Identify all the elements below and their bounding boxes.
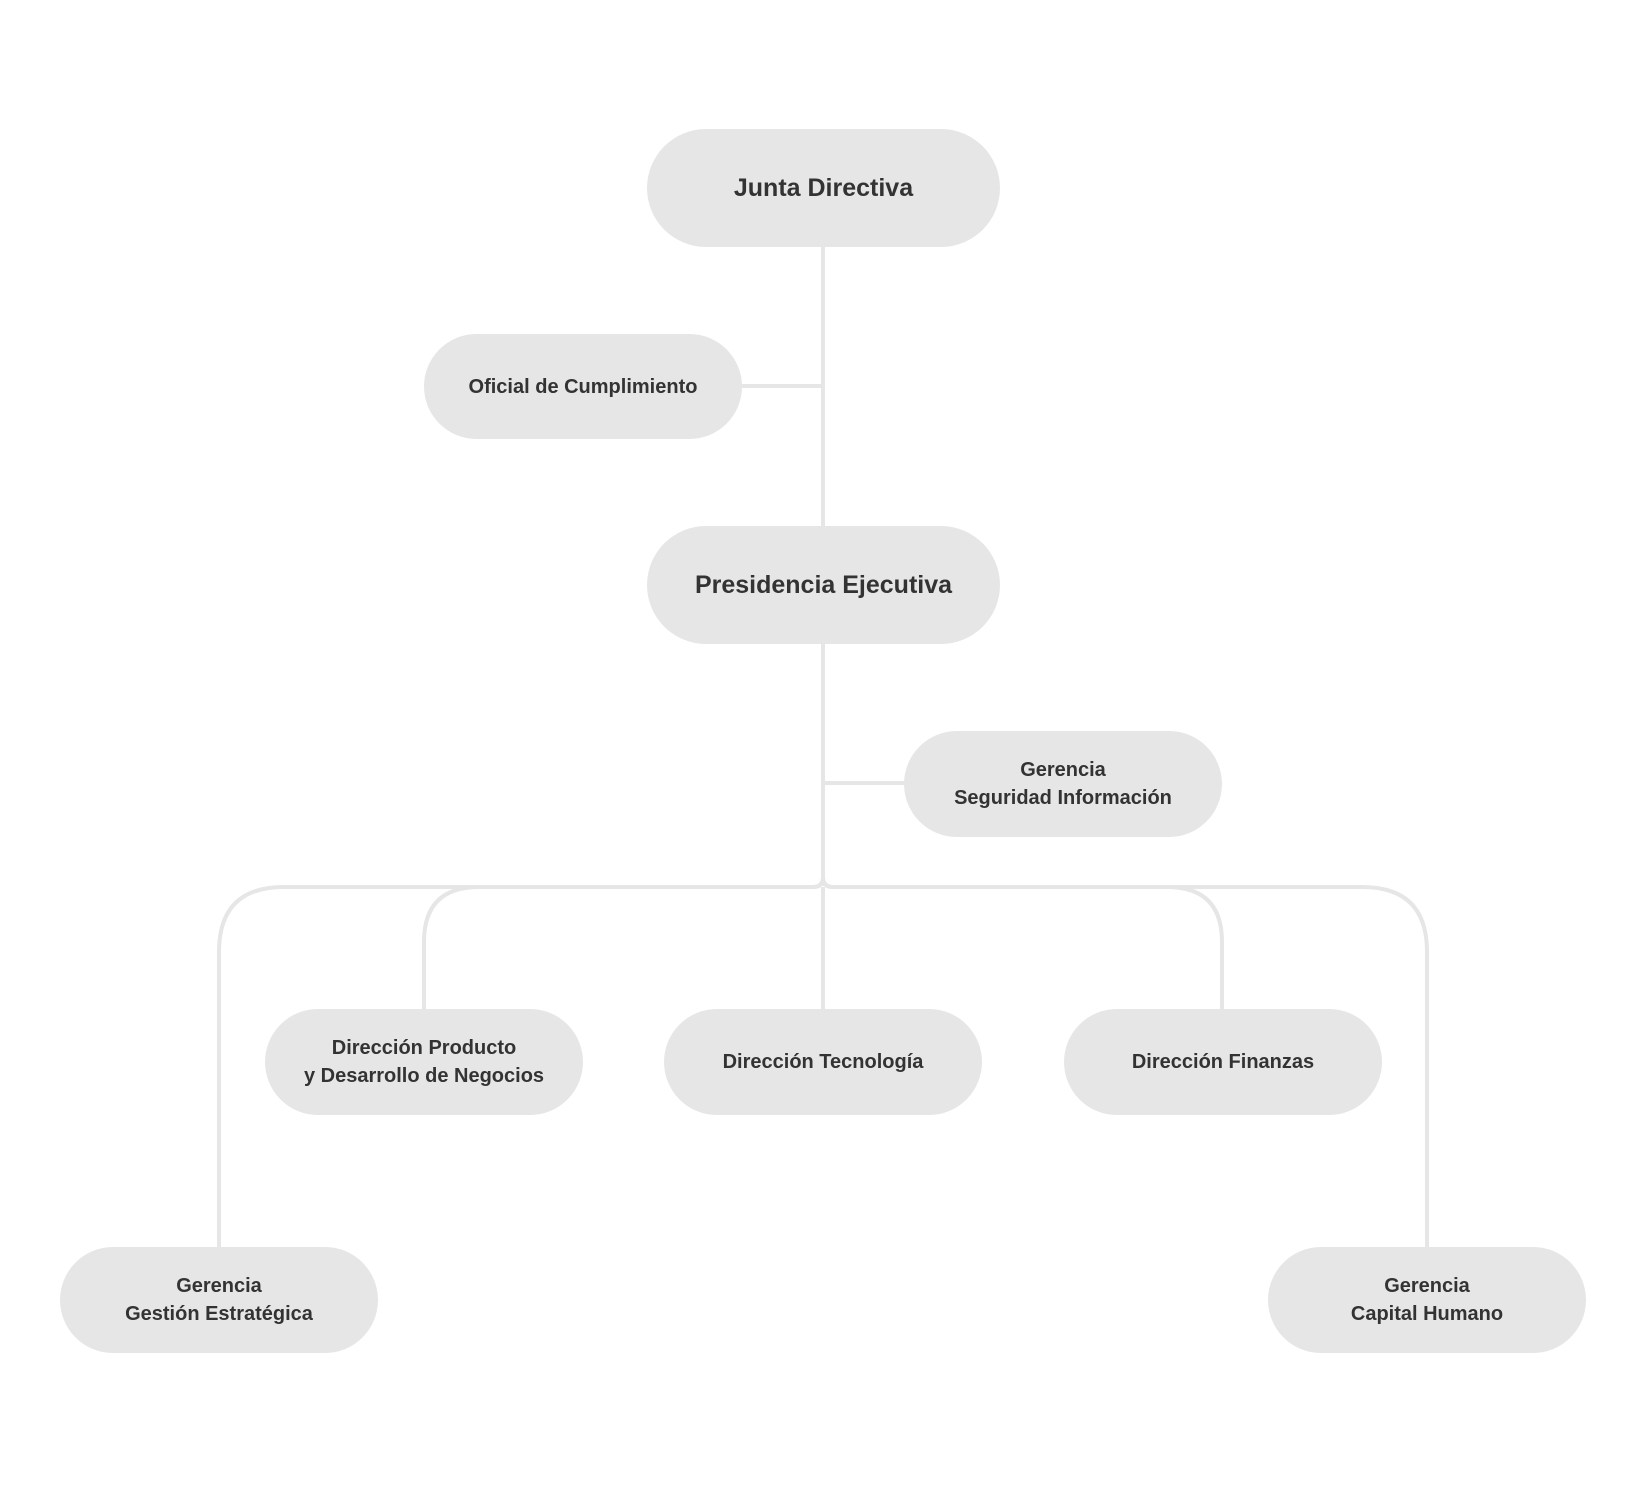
node-presidencia-ejecutiva: Presidencia Ejecutiva	[647, 526, 1000, 644]
node-label-line: Oficial de Cumplimiento	[468, 375, 698, 398]
node-label-line: Seguridad Información	[954, 787, 1172, 809]
connector-human-capital	[821, 876, 1429, 1248]
node-label-line: Gerencia	[1020, 759, 1106, 781]
node-gerencia-gestion-estrategica: Gerencia Gestión Estratégica	[60, 1247, 378, 1353]
node-direccion-finanzas: Dirección Finanzas	[1064, 1009, 1382, 1115]
node-oficial-cumplimiento: Oficial de Cumplimiento	[424, 334, 742, 439]
node-label-line: Gerencia	[176, 1275, 262, 1297]
node-label-line: y Desarrollo de Negocios	[303, 1065, 545, 1087]
node-junta-directiva: Junta Directiva	[647, 129, 1000, 247]
node-label-line: Dirección Tecnología	[722, 1051, 924, 1073]
node-label: Gerencia Gestión Estratégica	[125, 1272, 313, 1328]
node-label: Dirección Finanzas	[1132, 1048, 1314, 1076]
node-label: Gerencia Capital Humano	[1351, 1272, 1503, 1328]
node-label-line: Presidencia Ejecutiva	[694, 571, 953, 599]
node-label-line: Capital Humano	[1350, 1303, 1504, 1325]
node-label: Dirección Producto y Desarrollo de Negoc…	[304, 1034, 544, 1090]
node-label-line: Gerencia	[1384, 1275, 1470, 1297]
connector-product	[422, 876, 825, 1010]
node-direccion-tecnologia: Dirección Tecnología	[664, 1009, 982, 1115]
node-label: Presidencia Ejecutiva	[695, 571, 952, 599]
node-label-line: Junta Directiva	[733, 174, 914, 202]
node-label: Dirección Tecnología	[723, 1048, 924, 1076]
node-gerencia-capital-humano: Gerencia Capital Humano	[1268, 1247, 1586, 1353]
node-label-line: Dirección Producto	[331, 1037, 517, 1059]
node-label: Oficial de Cumplimiento	[469, 373, 698, 401]
connector-finance	[821, 876, 1224, 1010]
node-label-line: Gestión Estratégica	[125, 1303, 313, 1325]
node-direccion-producto: Dirección Producto y Desarrollo de Negoc…	[265, 1009, 583, 1115]
node-label-line: Dirección Finanzas	[1131, 1051, 1315, 1073]
node-label: Junta Directiva	[734, 174, 913, 202]
node-label: Gerencia Seguridad Información	[954, 756, 1172, 812]
node-gerencia-seguridad-informacion: Gerencia Seguridad Información	[904, 731, 1222, 837]
